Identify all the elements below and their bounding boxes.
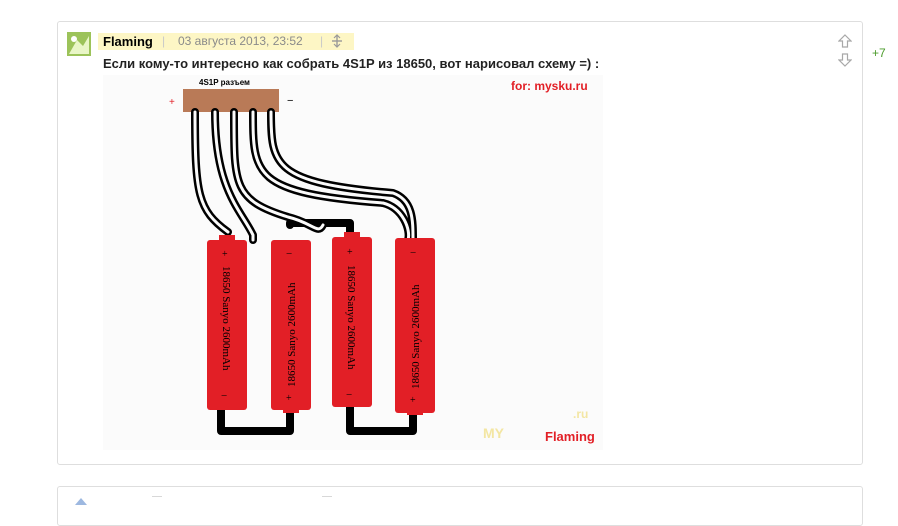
site-label: for: mysku.ru	[511, 79, 588, 93]
comment-date[interactable]: 03 августа 2013, 23:52	[178, 34, 303, 48]
comment-meta: Flaming | 03 августа 2013, 23:52 |	[98, 33, 354, 50]
author-link[interactable]: Flaming	[103, 34, 153, 49]
arrow-up-icon[interactable]	[837, 34, 853, 48]
meta-separator: |	[162, 34, 166, 48]
cell-4-top-pole: −	[410, 247, 416, 259]
avatar[interactable]	[73, 492, 89, 505]
cell-3-bottom-pole: −	[346, 389, 352, 401]
battery-cell-3: + − 18650 Sanyo 2600mAh	[332, 232, 372, 407]
connector-minus-label: −	[287, 95, 293, 107]
comment-text: Если кому-то интересно как собрать 4S1P …	[103, 56, 600, 71]
meta-separator	[322, 496, 332, 497]
watermark-suffix: .ru	[573, 407, 588, 421]
cell-1-top-pole: +	[222, 249, 228, 260]
anchor-icon[interactable]	[330, 34, 344, 48]
battery-cell-2: − + 18650 Sanyo 2600mAh	[271, 240, 311, 413]
cell-4-label: 18650 Sanyo 2600mAh	[410, 284, 422, 389]
comment-rating: +7	[872, 46, 886, 60]
cell-1-label: 18650 Sanyo 2600mAh	[220, 266, 232, 371]
battery-cell-1: + − 18650 Sanyo 2600mAh	[207, 235, 247, 410]
signature-label: Flaming	[545, 429, 595, 444]
watermark: MY	[483, 425, 505, 441]
cell-2-label: 18650 Sanyo 2600mAh	[286, 282, 298, 387]
connector-block	[183, 89, 279, 112]
cell-2-bottom-pole: +	[286, 393, 292, 404]
cell-2-top-pole: −	[286, 248, 292, 260]
cell-3-top-pole: +	[347, 247, 353, 258]
cell-1-bottom-pole: −	[221, 390, 227, 402]
next-comment-card	[57, 486, 863, 526]
connector-label: 4S1P разъем	[199, 78, 250, 87]
connector-plus-label: +	[169, 97, 175, 108]
cell-3-label: 18650 Sanyo 2600mAh	[345, 265, 357, 370]
arrow-down-icon[interactable]	[837, 53, 853, 67]
wiring-diagram[interactable]: 4S1P разъем + − for: mysku.ru + −	[103, 75, 603, 450]
avatar[interactable]	[67, 32, 91, 56]
meta-separator: |	[320, 34, 324, 48]
meta-separator	[152, 496, 162, 497]
cell-4-bottom-pole: +	[410, 395, 416, 406]
battery-cell-4: − + 18650 Sanyo 2600mAh	[395, 238, 435, 415]
